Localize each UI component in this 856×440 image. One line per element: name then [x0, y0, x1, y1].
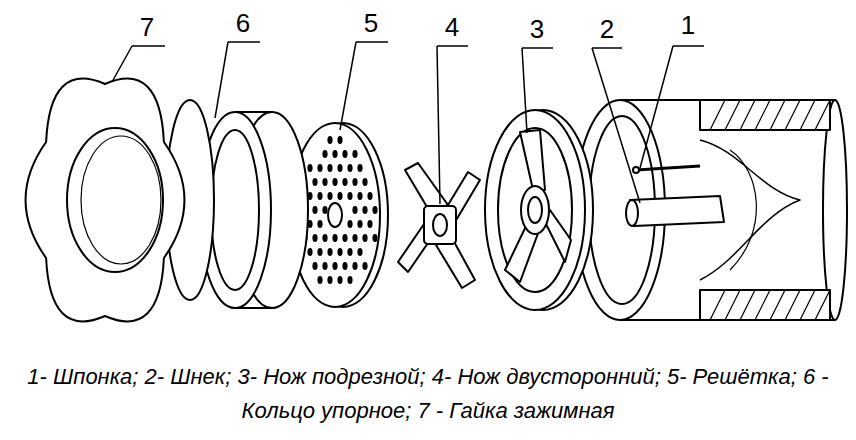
grid-hole — [312, 206, 317, 214]
thrust-ring — [199, 112, 308, 308]
grid-hole — [352, 262, 357, 270]
grid-hole — [322, 206, 327, 214]
callout-number: 6 — [234, 8, 252, 38]
grid-hole — [317, 164, 322, 172]
grid-hole — [322, 234, 327, 242]
auger-shaft — [626, 166, 724, 226]
grid-hole — [332, 262, 337, 270]
grid-hole — [332, 150, 337, 158]
grid-hole — [327, 276, 332, 284]
grid-hole — [352, 234, 357, 242]
callout-number: 2 — [598, 14, 616, 44]
housing — [575, 100, 847, 320]
cutter-knife — [485, 110, 593, 310]
grid-hole — [307, 248, 312, 256]
leader-lines — [112, 42, 704, 204]
grid-hole — [322, 262, 327, 270]
grid-hole — [327, 164, 332, 172]
grid-hole — [367, 220, 372, 228]
grid-hole — [357, 192, 362, 200]
grid-hole — [352, 178, 357, 186]
grid-hole — [342, 178, 347, 186]
grid-hole — [342, 262, 347, 270]
caption: 1- Шпонка; 2- Шнек; 3- Нож подрезной; 4-… — [20, 360, 836, 428]
grid-hole — [342, 150, 347, 158]
grid-hole — [337, 164, 342, 172]
grid-hole — [322, 150, 327, 158]
grid-hole — [327, 136, 332, 144]
callout-number: 1 — [679, 10, 697, 40]
grid-hole — [357, 164, 362, 172]
grid-hole — [337, 136, 342, 144]
grid-hole — [362, 234, 367, 242]
grid-hole — [307, 164, 312, 172]
grid-hole — [317, 220, 322, 228]
grid-hole — [367, 192, 372, 200]
grid-hole — [372, 206, 377, 214]
grid-hole — [362, 206, 367, 214]
grid-hole — [317, 192, 322, 200]
grid-hole — [342, 234, 347, 242]
grid-hole — [337, 192, 342, 200]
callout-number: 3 — [528, 14, 546, 44]
grid-hole — [332, 234, 337, 242]
grid-hole — [327, 192, 332, 200]
grid-hole — [322, 178, 327, 186]
grid-hole — [347, 192, 352, 200]
grid-hole — [362, 178, 367, 186]
grid-hole — [337, 248, 342, 256]
grid-hole — [357, 220, 362, 228]
clamping-nut — [26, 79, 214, 322]
grid-hole — [352, 150, 357, 158]
grid-hole — [317, 248, 322, 256]
grid-hole — [327, 248, 332, 256]
grid-hole — [347, 164, 352, 172]
grid-hole — [332, 178, 337, 186]
grid-hole — [347, 276, 352, 284]
grid-hole — [312, 178, 317, 186]
grid-hole — [357, 248, 362, 256]
grid-hole — [347, 220, 352, 228]
grid-hole — [312, 262, 317, 270]
grid-hole — [362, 262, 367, 270]
callout-number: 4 — [443, 12, 461, 42]
grid-hole — [312, 234, 317, 242]
grid-hole — [337, 276, 342, 284]
grid-hole — [352, 206, 357, 214]
callout-number: 5 — [362, 8, 380, 38]
grid-hole — [372, 234, 377, 242]
grid-hole — [347, 248, 352, 256]
callout-number: 7 — [138, 12, 156, 42]
grid-hole — [317, 276, 322, 284]
